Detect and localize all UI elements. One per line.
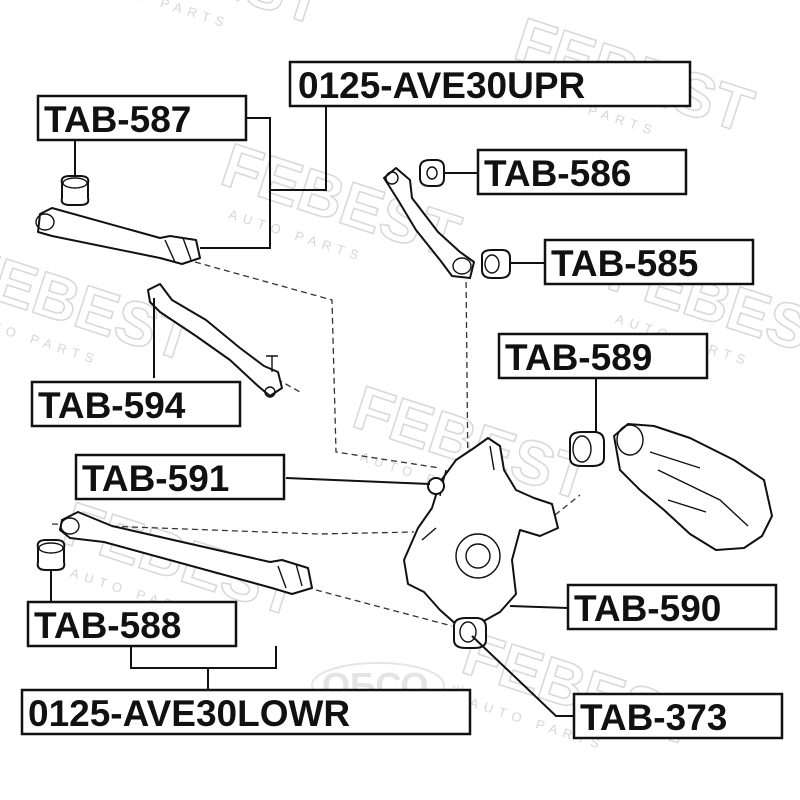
tab-589-bushing-part	[569, 431, 605, 467]
label-tab-585-text: TAB-585	[551, 243, 698, 284]
label-0125-ave30upr: 0125-AVE30UPR	[288, 60, 692, 108]
label-tab-585: TAB-585	[543, 238, 755, 286]
label-tab-587-text: TAB-587	[44, 99, 191, 140]
label-tab-588-text: TAB-588	[34, 605, 181, 646]
label-tab-594-text: TAB-594	[38, 385, 186, 426]
tab-585-bushing-part	[481, 249, 511, 279]
assembly-guide-lines	[51, 261, 581, 627]
label-0125-ave30lowr-text: 0125-AVE30LOWR	[28, 693, 350, 734]
toe-control-rod-part	[147, 283, 283, 398]
tab-587-bushing-part	[60, 175, 90, 206]
label-tab-591: TAB-591	[74, 453, 286, 501]
label-tab-590: TAB-590	[566, 583, 778, 631]
tab-586-bushing-part	[419, 159, 445, 187]
lower-lateral-arm-part	[59, 511, 313, 595]
label-tab-586: TAB-586	[476, 148, 688, 196]
label-tab-590-text: TAB-590	[574, 588, 721, 629]
label-tab-594: TAB-594	[30, 380, 242, 428]
tab-591-bushing-part	[427, 477, 445, 495]
label-tab-589-text: TAB-589	[505, 337, 652, 378]
label-tab-373: TAB-373	[572, 692, 784, 740]
label-tab-373-text: TAB-373	[580, 697, 727, 738]
label-tab-587: TAB-587	[36, 94, 248, 142]
leader-lines	[50, 104, 597, 717]
label-0125-ave30upr-text: 0125-AVE30UPR	[298, 65, 585, 106]
upper-lateral-arm-part	[35, 207, 201, 265]
label-tab-589: TAB-589	[497, 332, 709, 380]
trailing-arm-part	[613, 423, 773, 551]
label-tab-588: TAB-588	[26, 600, 238, 648]
label-0125-ave30lowr: 0125-AVE30LOWR	[20, 688, 472, 736]
rear-knuckle-part	[403, 437, 559, 627]
upper-control-arm-part	[383, 167, 475, 279]
tab-588-bushing-part	[36, 539, 66, 571]
label-tab-591-text: TAB-591	[82, 458, 229, 499]
label-tab-586-text: TAB-586	[484, 153, 631, 194]
